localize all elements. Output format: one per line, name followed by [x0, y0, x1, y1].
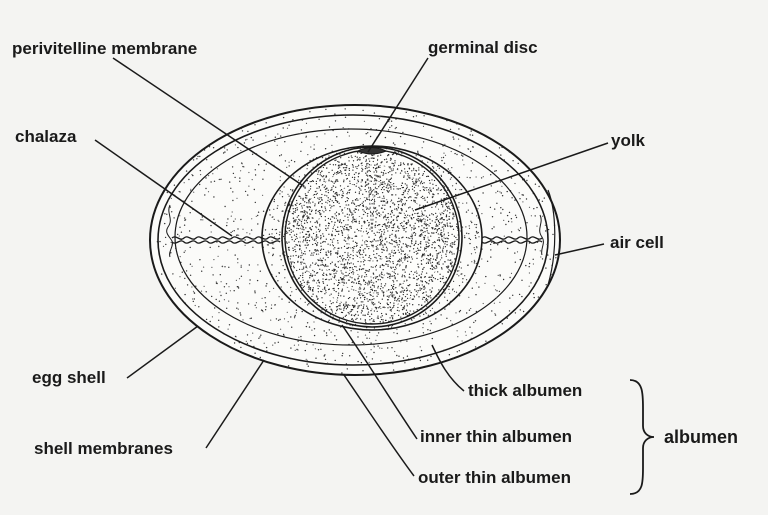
leader-egg-shell — [126, 325, 199, 379]
chalaza-left — [166, 204, 281, 258]
air-cell-shape — [547, 189, 556, 286]
label-yolk: yolk — [611, 131, 646, 150]
leader-inner-thin-albumen — [341, 324, 418, 440]
label-thick-albumen: thick albumen — [468, 381, 583, 400]
leader-air-cell — [554, 243, 605, 256]
leader-lines — [94, 57, 609, 477]
leader-shell-membranes — [205, 359, 265, 449]
label-perivitelline-membrane: perivitelline membrane — [12, 39, 198, 58]
germinal-disc-shape — [356, 147, 388, 155]
chalaza-right — [481, 214, 544, 256]
label-egg-shell: egg shell — [32, 368, 106, 387]
label-air-cell: air cell — [610, 233, 664, 252]
label-shell-membranes: shell membranes — [34, 439, 173, 458]
leader-yolk — [414, 142, 609, 211]
label-albumen: albumen — [664, 427, 739, 447]
label-germinal-disc: germinal disc — [428, 38, 538, 57]
yolk-shape — [281, 146, 463, 328]
leader-outer-thin-albumen — [343, 374, 415, 477]
leader-chalaza — [94, 139, 233, 237]
label-inner-thin-albumen: inner thin albumen — [420, 427, 573, 446]
leader-germinal-disc — [367, 57, 429, 153]
label-chalaza: chalaza — [15, 127, 77, 146]
albumen-brace — [629, 379, 655, 495]
leader-thick-albumen — [431, 344, 465, 392]
label-outer-thin-albumen: outer thin albumen — [418, 468, 571, 487]
leader-perivitelline — [112, 57, 303, 186]
